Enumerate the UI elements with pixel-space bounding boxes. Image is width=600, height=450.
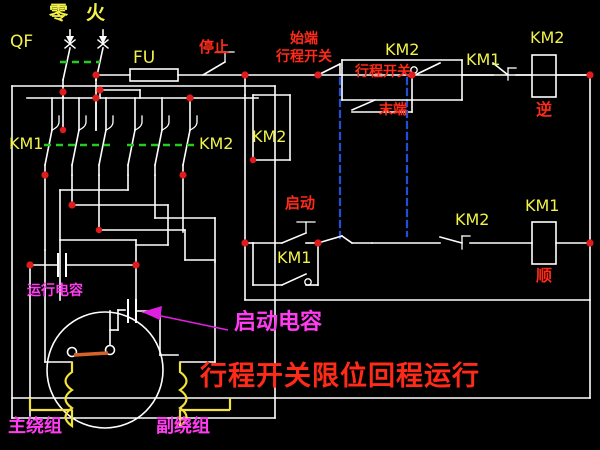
stop-button-actuator (215, 51, 235, 63)
limit-switch-lower (317, 234, 373, 245)
start-capacitor-pointer (141, 306, 229, 331)
motor-body (46, 311, 164, 429)
main-winding-coil (64, 362, 74, 429)
limit-switch-start-blade (316, 62, 342, 77)
start-button-actuator (296, 221, 316, 234)
km2-contact-hooks (134, 115, 198, 131)
label-limit-start-line1: 始端 (290, 31, 318, 47)
label-km1-coil: KM1 (525, 196, 560, 215)
km1-nc-hook (507, 67, 517, 81)
km2-nc2-hook (461, 235, 471, 250)
label-stop-button: 停止 (199, 38, 230, 56)
label-km2-nc-upper: KM2 (385, 40, 420, 59)
km2-nc-contact-blade (413, 61, 442, 77)
label-km2-coil: KM2 (530, 28, 565, 47)
qf-terminal-marks (64, 39, 109, 49)
km1-hold-blade (280, 272, 308, 287)
aux-winding-coil (178, 362, 188, 429)
label-live: 火 (86, 2, 106, 24)
label-km2-branch: KM2 (252, 127, 287, 146)
fuse-fu-body (129, 68, 179, 82)
km1-coil-body (531, 221, 557, 265)
label-km1-main: KM1 (9, 134, 44, 153)
start-button-blade (280, 231, 308, 245)
km2-nc2-blade (439, 236, 463, 244)
label-qf-breaker: QF (10, 32, 34, 52)
label-km1-nc-upper: KM1 (466, 50, 501, 69)
label-km1-hold: KM1 (277, 248, 312, 267)
label-km2-nc-lower: KM2 (455, 210, 490, 229)
supply-arrowheads (66, 36, 107, 44)
diagram-title: 行程开关限位回程运行 (200, 361, 480, 392)
label-limit-end-line1: 行程开关 (355, 64, 411, 80)
contactor-mechanical-links (44, 60, 194, 147)
qf-pole-1-blade (62, 47, 71, 81)
label-km1-function-forward: 顺 (536, 266, 553, 285)
km1-main-contacts (44, 97, 107, 176)
km1-nc-blade (491, 61, 510, 77)
km1-contact-hooks (51, 115, 114, 131)
label-neutral: 零 (49, 2, 69, 24)
motor-windings (28, 362, 232, 429)
label-main-winding: 主绕组 (8, 416, 62, 437)
label-limit-start-line2: 行程开关 (276, 49, 332, 65)
live-arrowhead (99, 36, 107, 44)
label-start-button: 启动 (285, 194, 316, 212)
label-fu-fuse: FU (133, 48, 156, 68)
neutral-arrowhead (66, 36, 74, 44)
label-start-capacitor: 启动电容 (234, 310, 323, 335)
centrifugal-switch (66, 344, 116, 358)
km2-coil-body (531, 54, 557, 98)
wire-layer (11, 29, 591, 429)
label-km2-main: KM2 (199, 134, 234, 153)
label-run-capacitor: 运行电容 (27, 283, 83, 299)
label-limit-end-line2: 末端 (379, 102, 407, 118)
label-aux-winding: 副绕组 (156, 416, 210, 437)
km2-main-contacts (127, 97, 191, 176)
km1-hold-hook (304, 278, 312, 286)
junction-nodes (26, 71, 594, 269)
label-km2-function-reverse: 逆 (536, 100, 553, 119)
limit-switch-end-blade (350, 98, 377, 112)
centrifugal-switch-blade (73, 351, 109, 357)
stop-button-blade (201, 60, 227, 77)
